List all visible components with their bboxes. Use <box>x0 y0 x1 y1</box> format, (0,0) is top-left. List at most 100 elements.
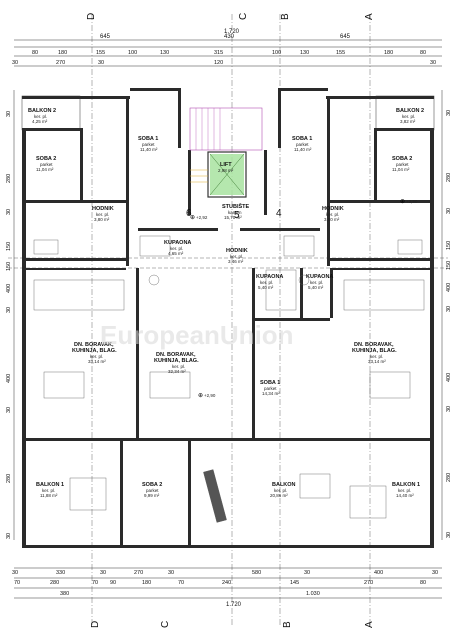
dim-top-r3-8: 155 <box>336 50 345 56</box>
dim-bot-r2-8: 270 <box>364 580 373 586</box>
room-soba1-left-area: 11,40 m² <box>140 147 158 152</box>
dim-left-5: 400 <box>6 284 12 293</box>
room-stubiste-name: STUBIŠTE <box>222 202 250 210</box>
dim-top-r3-3: 100 <box>128 50 137 56</box>
room-soba2-left-sub: parket <box>40 162 53 167</box>
room-boravak-center-name2: KUHINJA, BLAG. <box>154 358 199 364</box>
room-labels: BALKON 2 ker. pl. 4,25 m² BALKON 2 ker. … <box>28 108 424 498</box>
room-soba2-bottom-name: SOBA 2 <box>142 482 162 488</box>
interior-walls <box>26 96 430 548</box>
dim-left-1: 280 <box>6 174 12 183</box>
room-hodnik-right-name: HODNIK <box>322 206 344 212</box>
axis-labels-top: D C B A <box>86 13 375 20</box>
room-boravak-right-area: 33,14 m² <box>368 359 386 364</box>
room-hodnik-left-area: 3,80 m² <box>94 217 110 222</box>
level-marker-3: +2,90 <box>204 393 216 398</box>
dim-bot-1720: 1.720 <box>226 602 242 608</box>
room-balkon2-right-sub: ker. pl. <box>402 114 415 119</box>
axis-label-c-top: C <box>238 13 249 20</box>
room-boravak-center-area: 32,34 m² <box>168 369 186 374</box>
dim-top-r3-2: 155 <box>96 50 105 56</box>
room-hodnik-right-sub: ker. pl. <box>326 212 339 217</box>
room-boravak-center-name: DN. BORAVAK, <box>156 352 196 358</box>
outer-walls <box>21 88 435 548</box>
dim-bot-r2-2: 70 <box>92 580 98 586</box>
room-soba1-left-name: SOBA 1 <box>138 136 158 142</box>
dim-top-r3-1: 180 <box>58 50 67 56</box>
dim-left-4: 150 <box>6 262 12 271</box>
room-stubiste-area: 15,70 m² <box>224 215 242 220</box>
dim-bot-r1-3: 270 <box>134 570 143 576</box>
room-boravak-left-name: DN. BORAVAK, <box>74 342 114 348</box>
axis-labels-bottom: D C B A <box>90 621 375 628</box>
dim-left-3: 150 <box>6 242 12 251</box>
dim-right-7: 400 <box>446 373 452 382</box>
dim-right-3: 150 <box>446 241 452 250</box>
room-kupaona-c2-area: 5,40 m² <box>308 285 324 290</box>
room-hodnik-center-name: HODNIK <box>226 248 248 254</box>
room-kupaona-left-name: KUPAONA <box>164 240 191 246</box>
dim-top-430: 430 <box>224 34 235 40</box>
furniture <box>33 235 425 523</box>
room-hodnik-center-area: 3,46 m² <box>228 259 244 264</box>
apartment-number-6: 6 <box>186 208 192 219</box>
room-soba1-right-name: SOBA 1 <box>292 136 312 142</box>
level-marker-icon-1: ⊕ <box>190 215 195 221</box>
room-kupaona-left-area: 4,65 m² <box>168 251 184 256</box>
dim-top-r3-5: 315 <box>214 50 223 56</box>
apartment-number-4: 4 <box>276 208 282 219</box>
side-dimensions-left: 30 280 30 150 150 400 30 400 30 280 30 <box>6 90 15 540</box>
bottom-dimensions: 30 330 30 270 30 580 30 400 30 70 280 70… <box>12 567 442 608</box>
dim-right-4: 150 <box>446 261 452 270</box>
dim-left-8: 30 <box>6 407 12 413</box>
apartment-markers: 6 5 4 +2,92 +2,90 +2,90 ⊕ ⊕ ⊕ <box>186 199 418 399</box>
dim-bot-r2-3: 90 <box>110 580 116 586</box>
top-dimensions: 645 430 645 1.720 80 180 155 100 130 315… <box>12 29 442 67</box>
room-soba2-right-sub: parket <box>396 162 409 167</box>
room-soba2-left-area: 11,04 m² <box>36 167 54 172</box>
dim-bot-r1-7: 400 <box>374 570 383 576</box>
room-balkon1-right-sub: ker. pl. <box>398 488 411 493</box>
room-balkon-center-name: BALKON <box>272 482 296 488</box>
apartment-number-5: 5 <box>234 210 240 221</box>
axis-label-d-top: D <box>86 13 97 20</box>
dim-top-1720: 1.720 <box>224 29 240 35</box>
room-boravak-left-sub: ker. pl. <box>90 354 103 359</box>
axis-label-b-top: B <box>280 13 291 20</box>
dim-top-r4-0: 30 <box>12 60 18 66</box>
dim-bot-r2-9: 80 <box>420 580 426 586</box>
room-boravak-right-name: DN. BORAVAK, <box>354 342 394 348</box>
dim-bot-r1-0: 30 <box>12 570 18 576</box>
level-marker-1: +2,92 <box>196 215 208 220</box>
room-hodnik-left-sub: ker. pl. <box>96 212 109 217</box>
room-soba2-bottom-area: 9,99 m² <box>144 493 160 498</box>
dim-left-7: 400 <box>6 374 12 383</box>
watermark: EuropeanUnion <box>100 320 294 350</box>
dim-right-8: 30 <box>446 406 452 412</box>
room-hodnik-right-area: 3,80 m² <box>324 217 340 222</box>
dim-right-1: 280 <box>446 173 452 182</box>
staircase <box>189 107 263 183</box>
dim-top-r4-1: 270 <box>56 60 65 66</box>
room-boravak-left-name2: KUHINJA, BLAG. <box>72 348 117 354</box>
dim-top-r3-6: 100 <box>272 50 281 56</box>
room-balkon-center-sub: ker. pl. <box>274 488 287 493</box>
room-stubiste-sub: kamen <box>228 210 242 215</box>
dim-top-r3-0: 80 <box>32 50 38 56</box>
dim-top-645-left: 645 <box>100 34 111 40</box>
axis-label-a-top: A <box>364 13 375 20</box>
room-balkon2-left-sub: ker. pl. <box>34 114 47 119</box>
axis-label-d-bottom: D <box>90 621 101 628</box>
axis-label-a-bottom: A <box>364 621 375 628</box>
dim-top-r4-2: 30 <box>98 60 104 66</box>
side-dimensions-right: 30 280 30 150 150 400 30 400 30 280 30 <box>441 90 452 540</box>
dim-bot-r2-7: 145 <box>290 580 299 586</box>
room-soba1-center-sub: parket <box>264 386 277 391</box>
dim-bot-r1-8: 30 <box>432 570 438 576</box>
room-soba1-right-sub: parket <box>296 142 309 147</box>
dim-bot-r1-4: 30 <box>168 570 174 576</box>
dim-right-2: 30 <box>446 208 452 214</box>
room-soba1-center-name: SOBA 1 <box>260 380 280 386</box>
dim-bot-r2-5: 70 <box>178 580 184 586</box>
